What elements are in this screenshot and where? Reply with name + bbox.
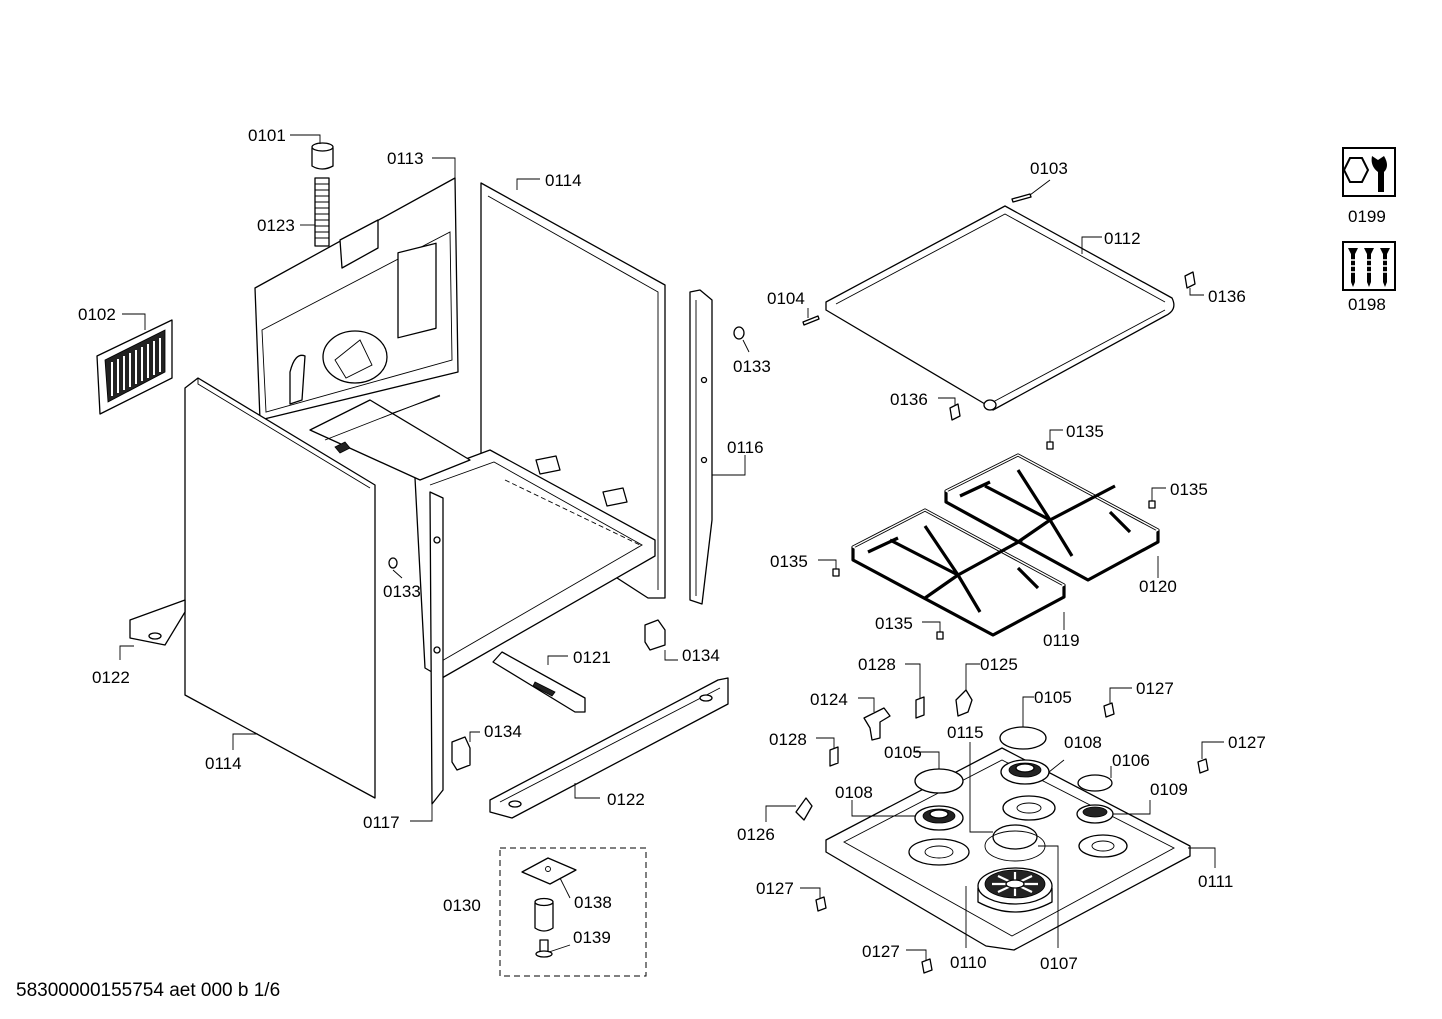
- label-0108-b: 0108: [835, 783, 873, 802]
- label-0107: 0107: [1040, 954, 1078, 973]
- part-0127-clip-b: [1197, 741, 1224, 774]
- part-0126-knob-clip: [765, 797, 813, 822]
- part-0127-clip-c: [800, 887, 827, 912]
- part-0121-slider: [492, 651, 586, 713]
- label-0121: 0121: [573, 648, 611, 667]
- label-0136-a: 0136: [1208, 287, 1246, 306]
- label-0135-c: 0135: [770, 552, 808, 571]
- label-0105-a: 0105: [1034, 688, 1072, 707]
- label-0135-b: 0135: [1170, 480, 1208, 499]
- label-0133-b: 0133: [383, 582, 421, 601]
- part-0102-vent-grille: [96, 313, 173, 415]
- part-0108-burner-a: [1000, 759, 1065, 785]
- part-0133-clip-a: [388, 557, 403, 579]
- part-0106-cap: [1077, 766, 1113, 792]
- part-0115-cap: [969, 742, 1046, 862]
- part-0134-bracket-b: [451, 731, 480, 771]
- label-0102: 0102: [78, 305, 116, 324]
- label-0116: 0116: [727, 438, 764, 457]
- label-0124: 0124: [810, 690, 848, 709]
- label-0122-b: 0122: [607, 790, 645, 809]
- part-0135-foot-d: [922, 621, 944, 640]
- part-0136-pad-a: [1184, 271, 1204, 296]
- part-0109-burner: [1076, 800, 1151, 824]
- label-0103: 0103: [1030, 159, 1068, 178]
- label-0106: 0106: [1112, 751, 1150, 770]
- label-0126: 0126: [737, 825, 775, 844]
- label-0122-a: 0122: [92, 668, 130, 687]
- label-0123: 0123: [257, 216, 295, 235]
- label-0128-a: 0128: [858, 655, 896, 674]
- label-0134-b: 0134: [484, 722, 522, 741]
- label-0127-b: 0127: [1228, 733, 1266, 752]
- label-0139: 0139: [573, 928, 611, 947]
- label-0120: 0120: [1139, 577, 1177, 596]
- wrench-icon: [1342, 147, 1396, 197]
- label-0109: 0109: [1150, 780, 1188, 799]
- part-0133-clip-b: [733, 326, 750, 353]
- part-0127-clip-d: [906, 949, 933, 974]
- part-0128-holder-a: [905, 663, 925, 719]
- part-0112-lid: [825, 205, 1175, 411]
- document-id: 58300000155754 aet 000 b 1/6: [16, 980, 281, 1001]
- label-0113: 0113: [387, 149, 424, 168]
- label-0115: 0115: [947, 723, 984, 742]
- label-0127-a: 0127: [1136, 679, 1174, 698]
- part-0105-cap-a: [999, 696, 1047, 750]
- label-0101: 0101: [248, 126, 286, 145]
- part-0122-rail-long: [489, 677, 729, 819]
- part-0101-cap: [290, 134, 334, 170]
- label-0128-b: 0128: [769, 730, 807, 749]
- part-0104-screw: [802, 308, 820, 326]
- label-0114-bottom: 0114: [205, 754, 242, 773]
- part-0120-pan-support-right: [944, 453, 1160, 582]
- label-0111: 0111: [1198, 872, 1233, 891]
- part-0110-burner: [965, 867, 1053, 948]
- label-0130: 0130: [443, 896, 481, 915]
- part-0123-hose: [314, 177, 330, 247]
- part-0135-foot-a: [1046, 429, 1063, 450]
- part-0124-injector: [858, 697, 891, 741]
- label-0110: 0110: [950, 953, 987, 972]
- screws-icon: [1342, 241, 1396, 291]
- part-0105-cap-b: [914, 751, 964, 794]
- label-0133-a: 0133: [733, 357, 771, 376]
- part-0128-holder-b: [816, 737, 839, 767]
- part-0125-clip: [955, 663, 980, 717]
- label-0136-b: 0136: [890, 390, 928, 409]
- part-0136-pad-b: [938, 397, 961, 421]
- part-0127-clip-a: [1103, 687, 1132, 718]
- label-0119: 0119: [1043, 631, 1080, 650]
- label-0135-d: 0135: [875, 614, 913, 633]
- part-0114-side-panel-left: [184, 377, 376, 799]
- label-0112: 0112: [1104, 229, 1141, 248]
- part-0119-pan-support-left: [851, 508, 1066, 637]
- part-0108-burner-b: [851, 800, 964, 831]
- label-0114-top: 0114: [545, 171, 582, 190]
- part-0116-front-strip: [689, 289, 746, 605]
- label-0199: 0199: [1348, 207, 1386, 226]
- part-0113-back-panel: [254, 157, 459, 421]
- part-0135-foot-c: [818, 559, 840, 577]
- label-0138: 0138: [574, 893, 612, 912]
- part-0122-rail-left: [119, 599, 186, 660]
- label-0198: 0198: [1348, 295, 1386, 314]
- label-0127-c: 0127: [756, 879, 794, 898]
- part-0117-front-strip: [410, 491, 444, 822]
- part-0134-bracket-a: [644, 619, 678, 661]
- part-0130-foot-kit: [499, 847, 647, 977]
- label-0135-a: 0135: [1066, 422, 1104, 441]
- label-0108-a: 0108: [1064, 733, 1102, 752]
- label-0125: 0125: [980, 655, 1018, 674]
- part-0107-lead: [1038, 845, 1059, 948]
- part-0103-screw: [1011, 179, 1051, 203]
- label-0104: 0104: [767, 289, 805, 308]
- label-0117: 0117: [363, 813, 400, 832]
- part-0135-foot-b: [1148, 487, 1166, 509]
- label-0134-a: 0134: [682, 646, 720, 665]
- label-0127-d: 0127: [862, 942, 900, 961]
- part-bottom-tray: [309, 394, 656, 679]
- label-0105-b: 0105: [884, 743, 922, 762]
